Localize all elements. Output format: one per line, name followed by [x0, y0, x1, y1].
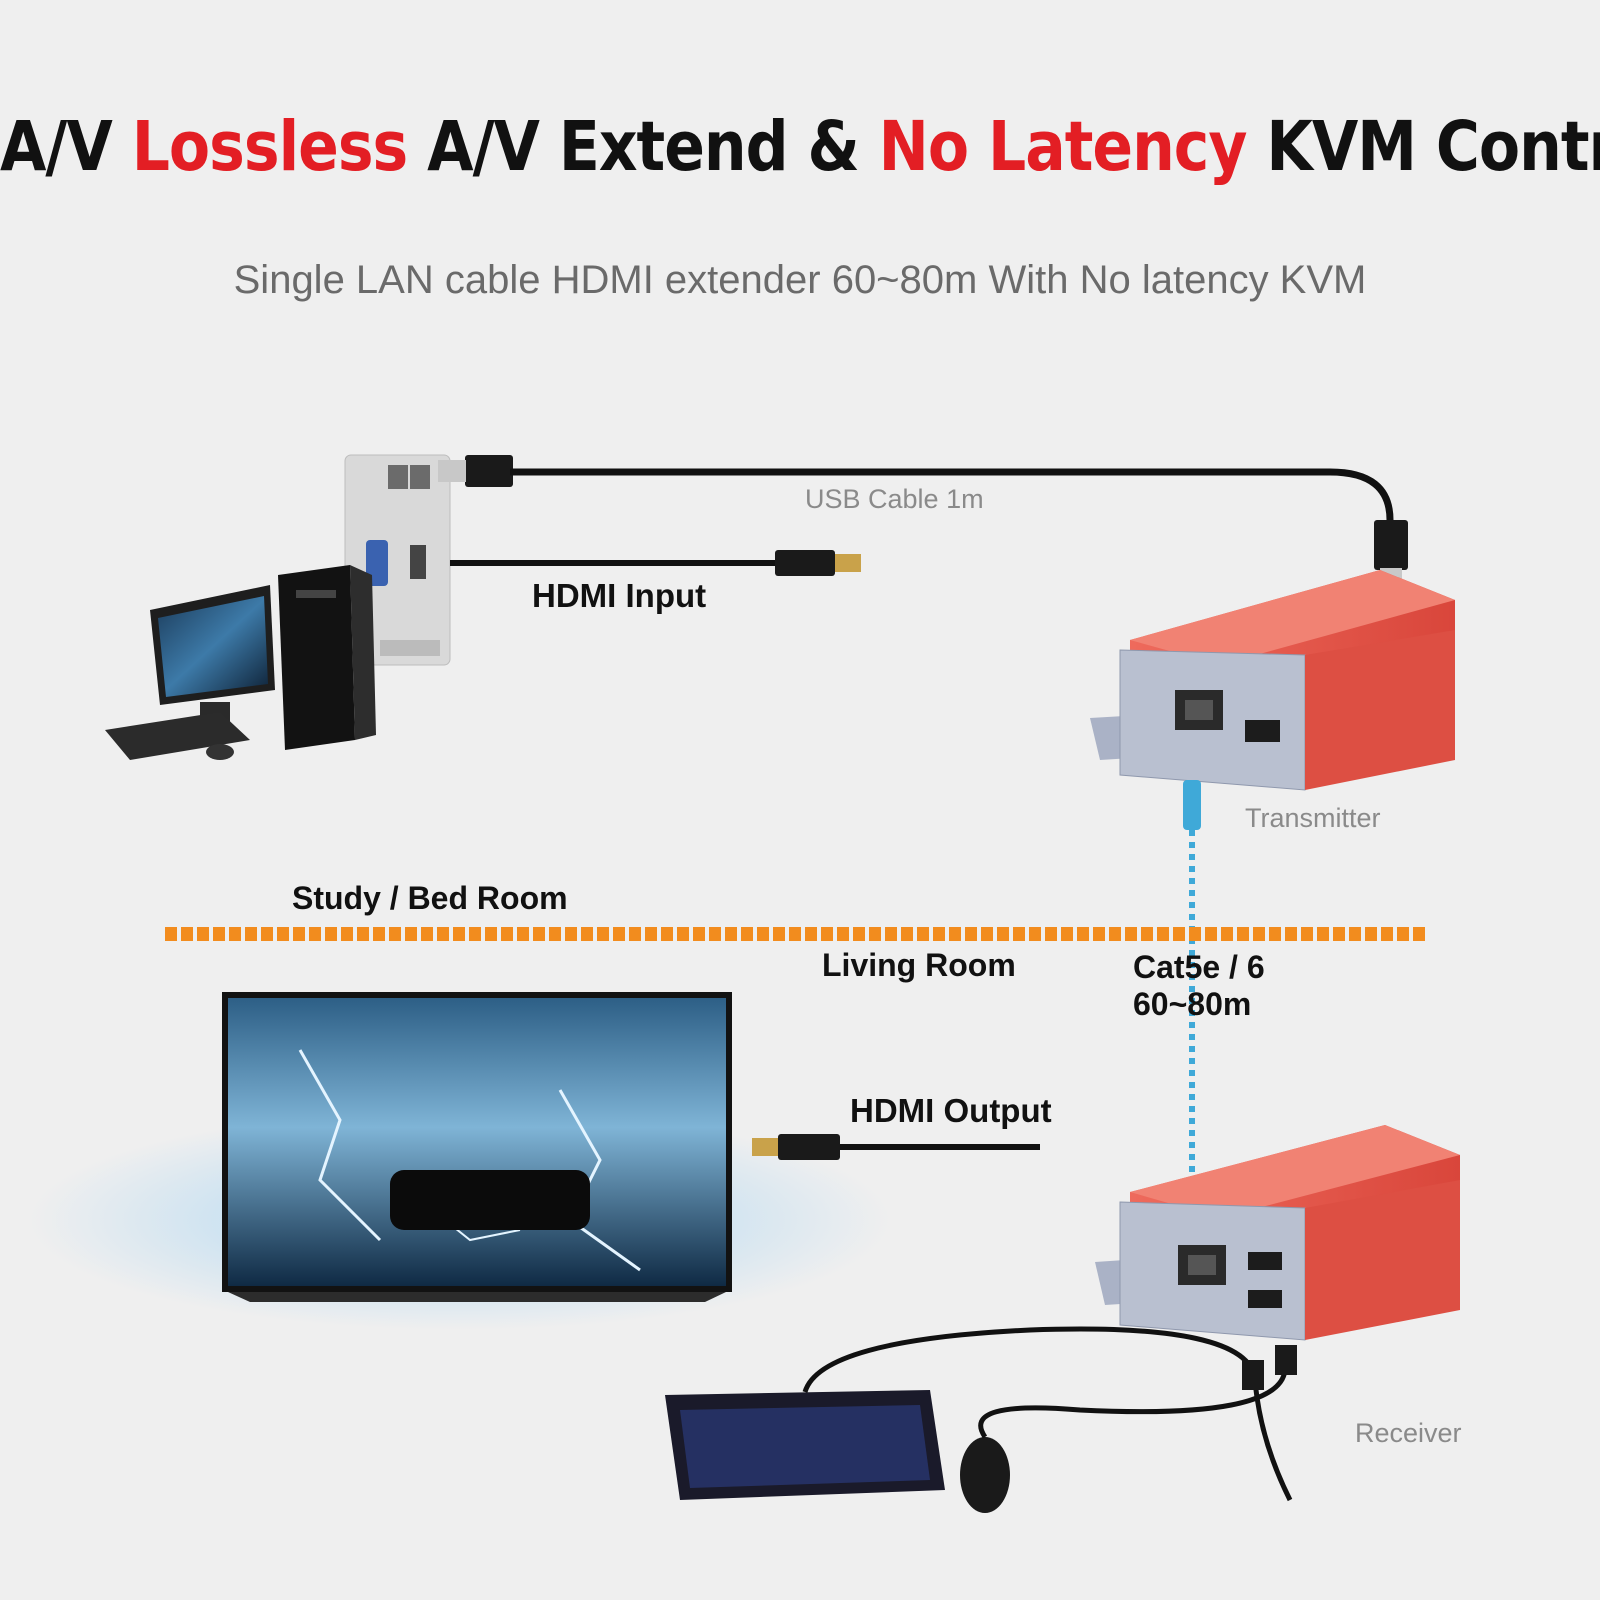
hdmi-input-cable: [450, 550, 861, 576]
page-title: A/V Lossless A/V Extend & No Latency KVM…: [0, 107, 1600, 188]
page-subtitle: Single LAN cable HDMI extender 60~80m Wi…: [233, 258, 1367, 302]
title-part-3: A/V Extend &: [407, 106, 879, 188]
title-part-1: A/V: [0, 106, 132, 188]
cable-type-label: Cat5e / 6: [1133, 949, 1265, 985]
receiver-device: [1095, 1125, 1460, 1341]
transmitter-label: Transmitter: [1245, 803, 1381, 833]
study-room-label: Study / Bed Room: [292, 880, 568, 916]
computer-setup: [105, 565, 376, 760]
hdmi-input-label: HDMI Input: [532, 577, 707, 614]
title-part-4: No Latency: [878, 106, 1248, 188]
usb-cable-label: USB Cable 1m: [805, 484, 984, 514]
usb-cable: [438, 455, 1408, 586]
cable-length-label: 60~80m: [1133, 986, 1252, 1022]
hdmi-output-label: HDMI Output: [850, 1092, 1052, 1129]
keyboard-mouse: [665, 1326, 1297, 1513]
title-part-5: KVM Control: [1266, 106, 1600, 188]
hdmi-output-cable: [752, 1134, 1040, 1160]
receiver-label: Receiver: [1355, 1418, 1462, 1448]
living-room-label: Living Room: [822, 947, 1016, 983]
transmitter-device: [1090, 570, 1455, 791]
tv-screen: [30, 992, 890, 1330]
title-part-2: Lossless: [131, 106, 409, 188]
